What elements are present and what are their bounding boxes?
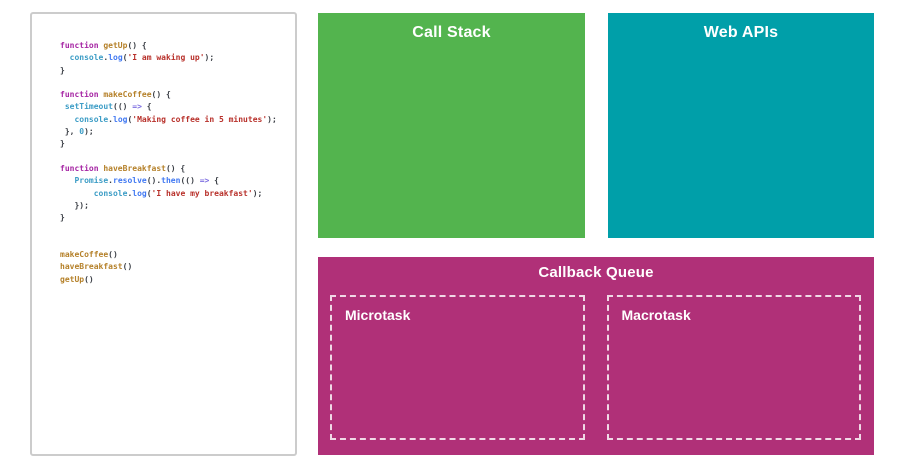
code-token: (). [146, 176, 162, 186]
code-token: console [74, 114, 109, 124]
code-token: { [209, 176, 219, 186]
code-token: ( [146, 188, 152, 198]
code-line [60, 151, 291, 163]
code-line: console.log('Making coffee in 5 minutes'… [60, 114, 291, 126]
macrotask-zone: Macrotask [606, 295, 861, 440]
code-token: { [141, 102, 152, 112]
code-token: log [108, 53, 123, 63]
code-token [60, 189, 94, 198]
code-token: }); [60, 200, 89, 210]
code-token: (() [180, 176, 200, 186]
code-token: getUp [103, 41, 128, 50]
code-token: makeCoffee [103, 90, 152, 100]
code-token: => [132, 102, 142, 112]
queue-zones: Microtask Macrotask [330, 295, 861, 440]
code-token: Promise [74, 176, 109, 186]
code-line [60, 237, 291, 249]
code-token: . [108, 176, 113, 186]
code-line: setTimeout(() => { [60, 101, 291, 113]
code-token [60, 176, 74, 185]
code-token: haveBreakfast [60, 262, 123, 272]
code-token: haveBreakfast [103, 163, 166, 173]
microtask-label: Microtask [345, 307, 411, 323]
code-token: } [60, 213, 65, 223]
code-token: 'I have my breakfast' [151, 188, 253, 198]
macrotask-label: Macrotask [621, 307, 691, 323]
code-line: } [60, 138, 291, 150]
code-token: () [84, 274, 94, 284]
code-line: getUp() [60, 274, 291, 286]
code-token: ); [267, 114, 277, 124]
code-token: () [122, 262, 133, 272]
code-token [60, 115, 74, 124]
code-token: () { [151, 90, 171, 100]
code-line: haveBreakfast() [60, 261, 291, 273]
code-token: . [103, 53, 109, 63]
code-token: console [93, 188, 128, 198]
code-token: function [60, 163, 99, 173]
code-token: . [108, 114, 113, 124]
code-token: } [60, 139, 65, 149]
code-token: console [69, 53, 104, 63]
code-token: ); [84, 127, 94, 137]
call-stack-panel: Call Stack [318, 13, 585, 238]
code-token: => [199, 176, 210, 186]
code-token: } [60, 65, 65, 75]
code-panel: function getUp() { console.log('I am wak… [30, 12, 297, 456]
code-token: . [127, 188, 133, 198]
web-apis-panel: Web APIs [608, 13, 874, 238]
code-line: function getUp() { [60, 40, 291, 52]
code-line: } [60, 212, 291, 224]
code-token: function [60, 90, 99, 100]
code-token: resolve [113, 176, 147, 186]
code-token: 'I am waking up' [127, 53, 205, 63]
code-token: ( [122, 53, 128, 63]
code-line: } [60, 65, 291, 77]
code-token: makeCoffee [60, 250, 109, 260]
code-token: (() [113, 102, 133, 112]
code-token: }, [60, 127, 80, 137]
code-line: function haveBreakfast() { [60, 163, 291, 175]
code-token: then [161, 176, 181, 186]
code-token: setTimeout [64, 102, 113, 112]
code-token: ( [127, 114, 133, 124]
code-token: 0 [79, 127, 85, 137]
code-line: }, 0); [60, 126, 291, 138]
code-line: function makeCoffee() { [60, 89, 291, 101]
code-line: }); [60, 200, 291, 212]
code-token: () { [127, 41, 147, 50]
code-token: ); [204, 53, 215, 63]
code-token [60, 53, 70, 62]
code-token: () { [165, 163, 186, 173]
code-block: function getUp() { console.log('I am wak… [32, 14, 295, 286]
code-token: log [113, 114, 128, 124]
callback-queue-title: Callback Queue [538, 264, 654, 281]
code-token: ); [252, 188, 263, 198]
code-line: console.log('I have my breakfast'); [60, 188, 291, 200]
web-apis-title: Web APIs [703, 24, 779, 41]
code-line: console.log('I am waking up'); [60, 52, 291, 64]
code-line: Promise.resolve().then(() => { [60, 175, 291, 187]
code-token: 'Making coffee in 5 minutes' [132, 114, 268, 124]
code-token: () [108, 250, 118, 260]
code-line [60, 224, 291, 236]
code-token: function [60, 41, 99, 50]
code-line: makeCoffee() [60, 249, 291, 261]
code-token: log [132, 188, 147, 198]
code-line [60, 77, 291, 89]
microtask-zone: Microtask [330, 295, 585, 440]
code-token: getUp [60, 274, 85, 284]
callback-queue-panel: Callback Queue Microtask Macrotask [318, 257, 874, 455]
call-stack-title: Call Stack [412, 24, 491, 41]
